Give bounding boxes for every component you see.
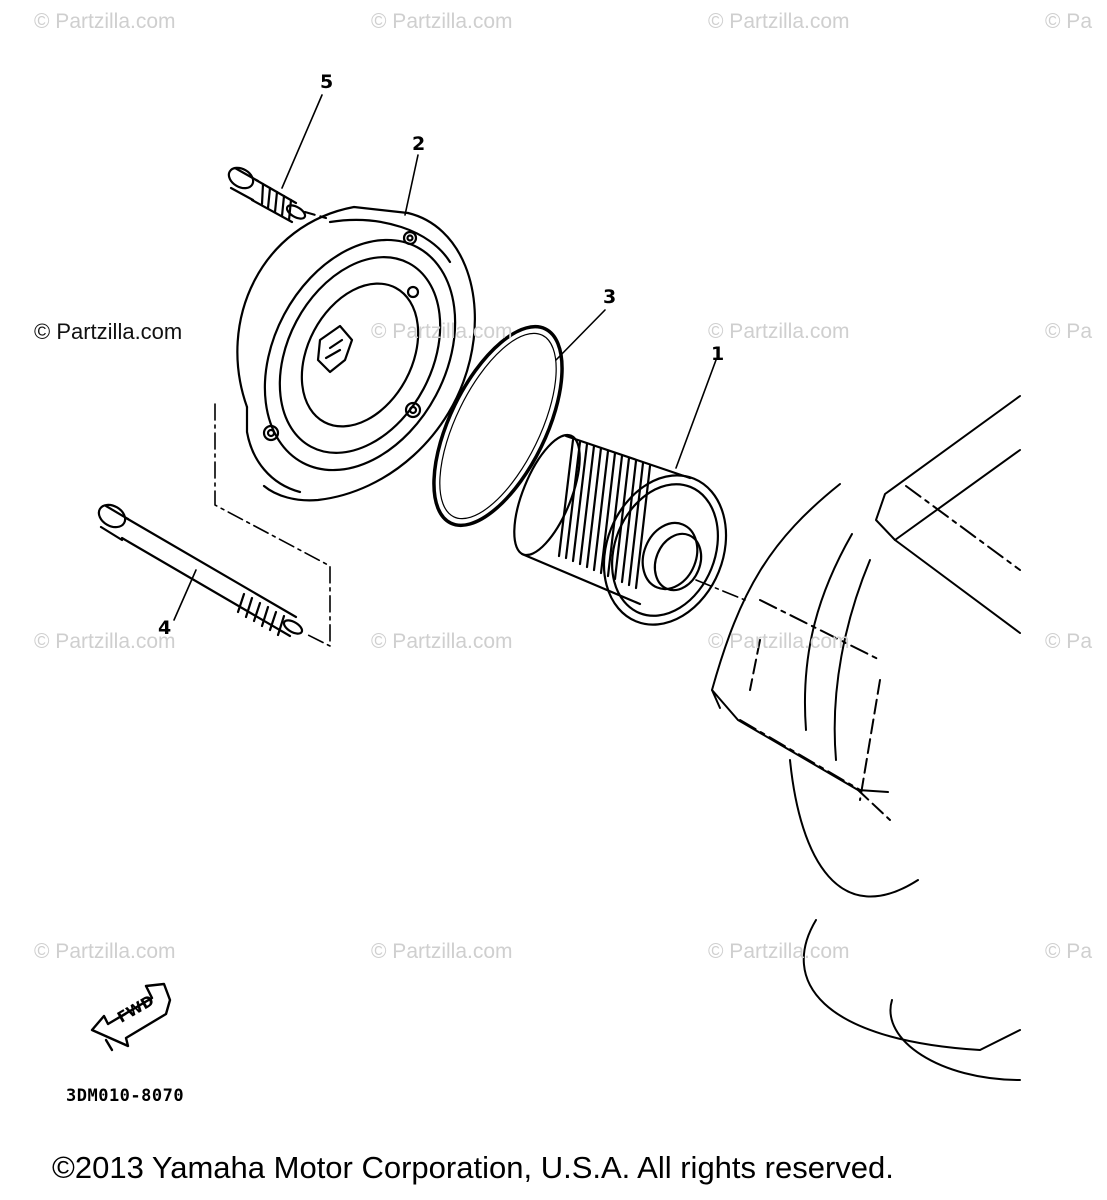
- watermark: © Partzilla.com: [708, 10, 850, 33]
- filter-element: [513, 433, 728, 626]
- partzilla-label: © Partzilla.com: [34, 319, 183, 344]
- watermark: © Partzilla.com: [371, 320, 513, 343]
- watermark: © Pa: [1045, 320, 1092, 343]
- assembly-lines: [214, 403, 746, 647]
- watermark: © Partzilla.com: [371, 630, 513, 653]
- callout-4[interactable]: 4: [158, 617, 172, 639]
- diagram-code: 3DM010-8070: [66, 1086, 185, 1106]
- callout-3[interactable]: 3: [603, 286, 617, 308]
- bolt-short: [227, 166, 328, 224]
- callout-2[interactable]: 2: [412, 133, 426, 155]
- watermark: © Partzilla.com: [708, 630, 850, 653]
- watermark: © Partzilla.com: [371, 940, 513, 963]
- copyright-notice: ©2013 Yamaha Motor Corporation, U.S.A. A…: [52, 1150, 894, 1185]
- watermark: © Pa: [1045, 940, 1092, 963]
- filter-cover: [236, 205, 476, 502]
- watermark: © Partzilla.com: [708, 940, 850, 963]
- fwd-arrow: [90, 982, 172, 1052]
- callout-1[interactable]: 1: [711, 343, 725, 365]
- o-ring: [432, 324, 564, 528]
- leader-lines: [173, 94, 717, 621]
- watermark: © Pa: [1045, 630, 1092, 653]
- watermark: © Pa: [1045, 10, 1092, 33]
- engine-case: [711, 395, 1021, 1081]
- watermark: © Partzilla.com: [34, 630, 176, 653]
- watermark: © Partzilla.com: [34, 10, 176, 33]
- watermark: © Partzilla.com: [371, 10, 513, 33]
- watermark: © Partzilla.com: [708, 320, 850, 343]
- bolt-long: [97, 503, 304, 638]
- callout-5[interactable]: 5: [320, 71, 334, 93]
- watermark: © Partzilla.com: [34, 940, 176, 963]
